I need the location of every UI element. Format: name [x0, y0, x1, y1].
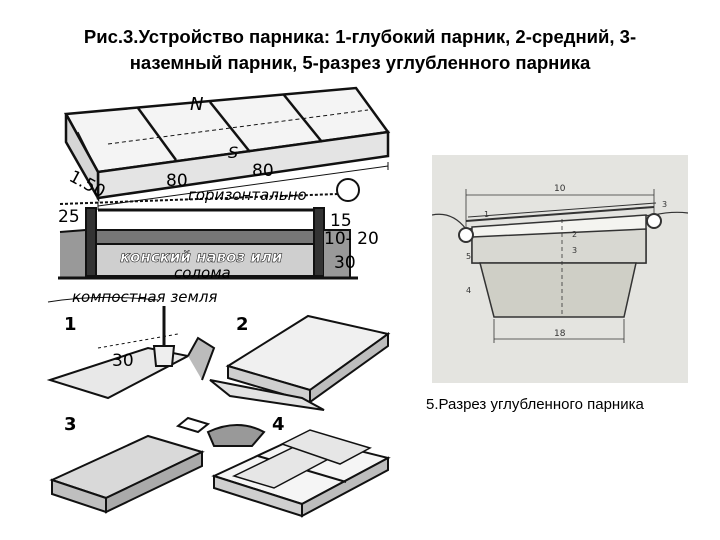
- figure-caption: 5.Разрез углубленного парника: [426, 396, 644, 413]
- sunken-hotbed-section-drawing: 10 18 1 5 4 3 2 3: [432, 155, 688, 383]
- depth-10-20-label: 10- 20: [324, 229, 379, 249]
- hotbed-cross-section: [47, 178, 360, 303]
- step-4-number: 4: [272, 414, 285, 435]
- step-1-depth-label: 30: [112, 351, 134, 371]
- manure-label: конский навоз или: [120, 248, 283, 266]
- width-label-a: 80: [166, 171, 188, 191]
- south-label: S: [228, 143, 238, 162]
- depth-25-label: 25: [58, 207, 80, 227]
- right-mark-3b: 3: [572, 246, 577, 255]
- right-mark-3a: 3: [662, 200, 667, 209]
- depth-15-label: 15: [330, 211, 352, 231]
- hotbed-frame-top-view: [63, 86, 391, 210]
- step-4-drawing: [211, 429, 391, 518]
- section-geometry: [432, 189, 688, 343]
- step-2-drawing: [209, 314, 391, 411]
- left-mark-5: 5: [466, 252, 471, 261]
- depth-30-label: 30: [334, 253, 356, 273]
- step-3-drawing: [49, 416, 266, 514]
- right-mark-2: 2: [572, 230, 577, 239]
- hotbed-construction-drawing: N S 1.50 80 80 горизонтально 25 15 10- 2…: [46, 86, 391, 518]
- bottom-dimension-label: 18: [554, 329, 566, 339]
- step-3-number: 3: [64, 414, 77, 435]
- horizontal-label: горизонтально: [188, 186, 307, 204]
- width-label-b: 80: [252, 161, 274, 181]
- step-1-number: 1: [64, 314, 77, 335]
- left-mark-1: 1: [484, 210, 489, 219]
- step-1-drawing: [46, 306, 216, 400]
- north-label: N: [190, 94, 203, 115]
- straw-label: солома: [174, 264, 231, 282]
- title-line-2: наземный парник, 5-разрез углубленного п…: [129, 52, 591, 73]
- compost-label: компостная земля: [72, 288, 217, 306]
- top-dimension-label: 10: [554, 184, 566, 194]
- title-line-1: Рис.3.Устройство парника: 1-глубокий пар…: [83, 26, 637, 47]
- slide-title: Рис.3.Устройство парника: 1-глубокий пар…: [40, 24, 680, 76]
- step-2-number: 2: [236, 314, 249, 335]
- left-mark-4: 4: [466, 286, 471, 295]
